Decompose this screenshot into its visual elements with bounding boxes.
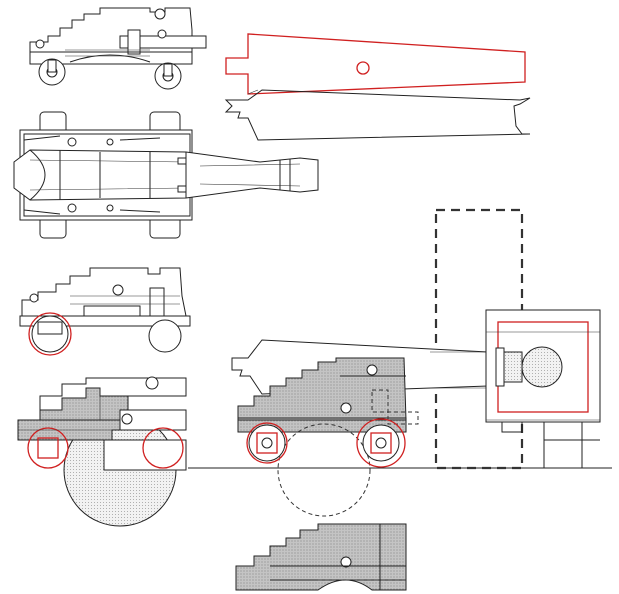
sketch-top-view	[13, 111, 319, 239]
sketch-rear-side-view	[19, 267, 191, 356]
assembled-side-view	[231, 208, 524, 517]
carriage-exploded-side-view	[17, 376, 187, 527]
sketch-side-view	[29, 7, 207, 90]
barrel-outline-templates	[224, 33, 531, 141]
bracket-detail	[235, 523, 407, 591]
breech-end-view	[485, 309, 601, 468]
